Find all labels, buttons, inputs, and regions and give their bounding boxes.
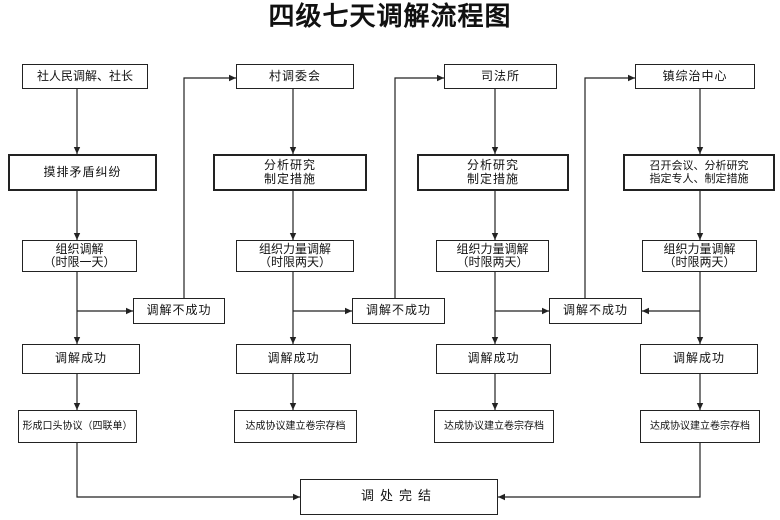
box-c4-success: 调解成功 (640, 344, 758, 374)
arrow-escalate-3-up (584, 74, 635, 298)
box-c1-success: 调解成功 (22, 344, 140, 374)
box-failure-1: 调解不成功 (133, 298, 225, 324)
box-c3-success: 调解成功 (436, 344, 551, 374)
arrow-final-1 (76, 443, 300, 501)
box-c4-step: 召开会议、分析研究 指定专人、制定措施 (623, 154, 775, 191)
box-c2-mediate: 组织力量调解 （时限两天） (236, 240, 354, 272)
box-c3-level: 司法所 (444, 64, 557, 89)
box-c3-mediate: 组织力量调解 （时限两天） (436, 240, 549, 272)
box-c2-level: 村调委会 (236, 64, 354, 89)
box-c3-step: 分析研究 制定措施 (417, 154, 569, 191)
box-c3-outcome: 达成协议建立卷宗存档 (434, 410, 554, 443)
box-c4-mediate: 组织力量调解 （时限两天） (642, 240, 757, 272)
page-title: 四级七天调解流程图 (268, 2, 512, 32)
box-c1-step: 摸排矛盾纠纷 (8, 154, 157, 191)
arrow-final-4 (498, 443, 701, 501)
box-c4-outcome: 达成协议建立卷宗存档 (640, 410, 760, 443)
box-c4-level: 镇综治中心 (635, 64, 755, 89)
arrow-escalate-2-up (394, 74, 444, 298)
box-c1-mediate: 组织调解 （时限一天） (22, 240, 137, 272)
box-c1-outcome: 形成口头协议（四联单） (18, 410, 137, 443)
box-c2-step: 分析研究 制定措施 (213, 154, 367, 191)
final-label: 调处完结 (360, 488, 437, 504)
box-c1-level: 社人民调解、社长 (22, 64, 148, 89)
box-final: 调处完结 (300, 479, 498, 515)
arrow-escalate-1-up (183, 74, 236, 298)
box-c2-outcome: 达成协议建立卷宗存档 (234, 410, 357, 443)
box-failure-3: 调解不成功 (549, 298, 642, 324)
box-c2-success: 调解成功 (236, 344, 351, 374)
box-failure-2: 调解不成功 (352, 298, 445, 324)
